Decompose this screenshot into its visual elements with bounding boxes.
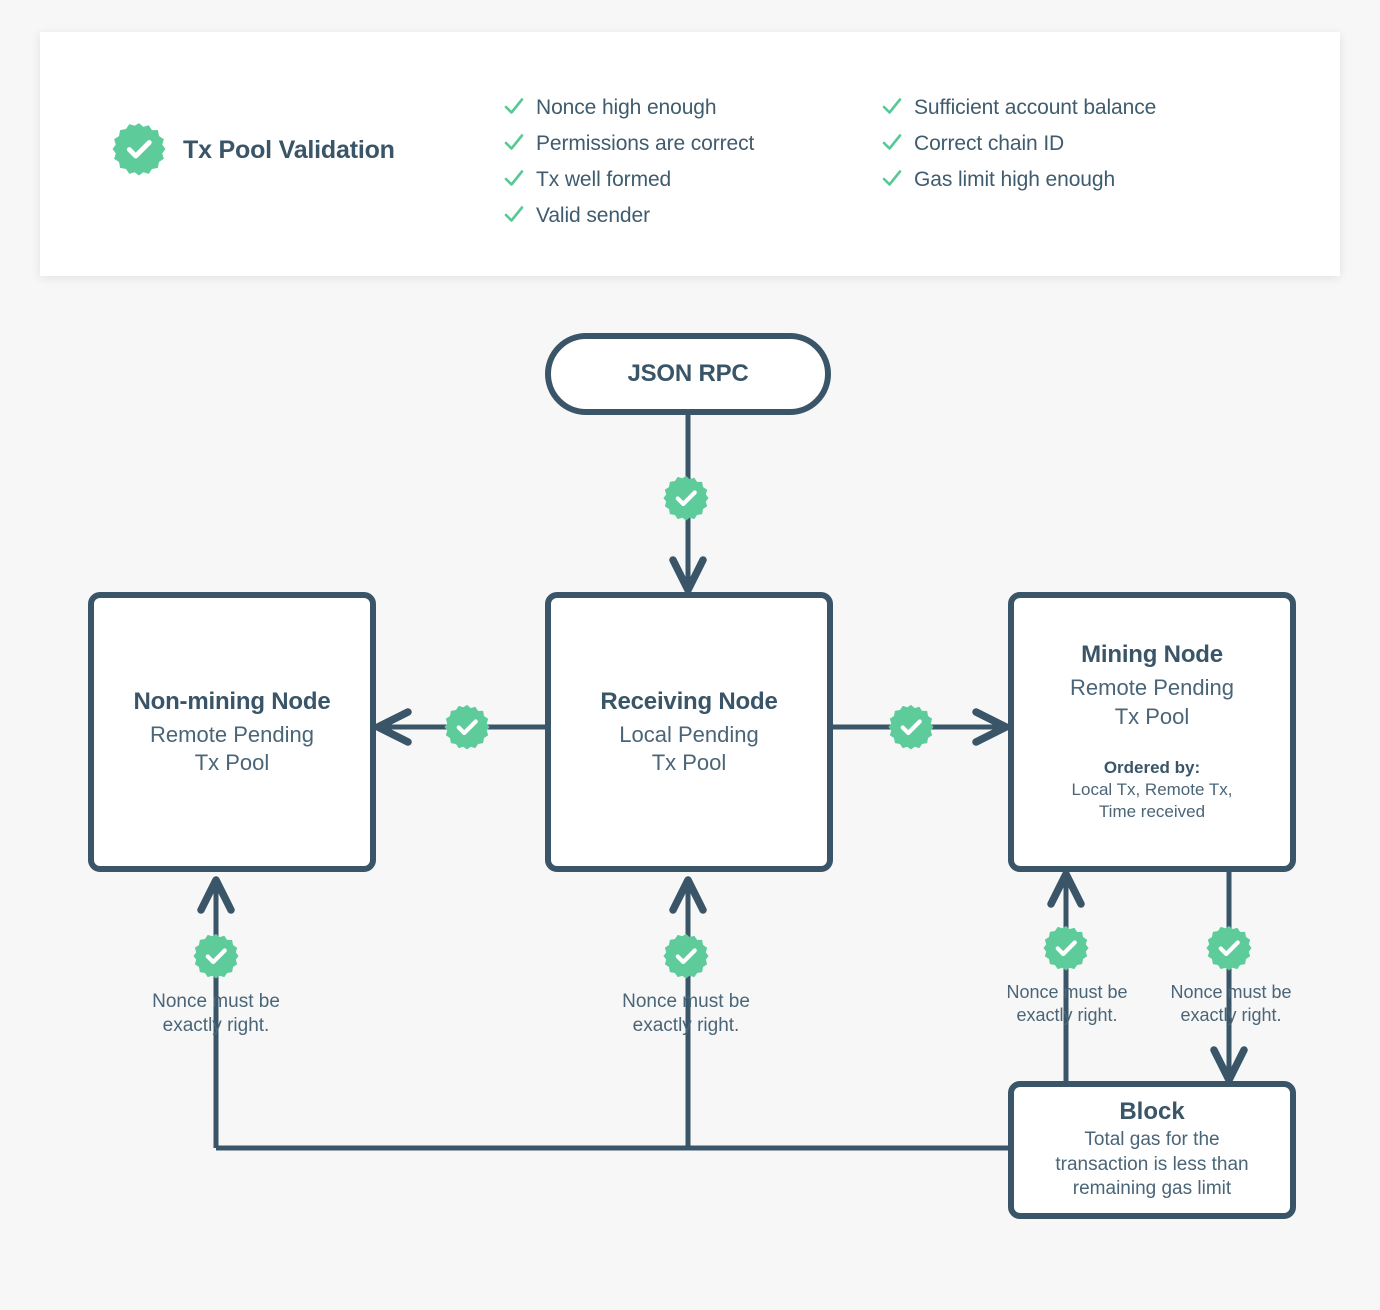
list-item: Correct chain ID — [880, 126, 1156, 162]
list-item-label: Correct chain ID — [914, 132, 1065, 155]
check-badge-icon — [1043, 925, 1089, 971]
node-json-rpc[interactable]: JSON RPC — [545, 333, 831, 415]
list-item-label: Sufficient account balance — [914, 96, 1157, 119]
list-item-label: Gas limit high enough — [914, 168, 1116, 191]
list-item-label: Permissions are correct — [536, 132, 755, 155]
check-icon — [880, 130, 914, 159]
list-item-label: Valid sender — [536, 204, 650, 227]
node-subtitle: Local Pending Tx Pool — [619, 721, 759, 775]
node-ordered-value: Local Tx, Remote Tx, Time received — [1071, 779, 1233, 822]
check-badge-icon — [888, 704, 934, 750]
node-ordered-label: Ordered by: — [1103, 757, 1201, 777]
check-badge-icon — [444, 704, 490, 750]
node-subtitle: Total gas for the transaction is less th… — [1055, 1128, 1249, 1200]
validation-list-left: Nonce high enough Permissions are correc… — [502, 90, 754, 234]
list-item-label: Tx well formed — [536, 168, 672, 191]
list-item-label: Nonce high enough — [536, 96, 717, 119]
list-item: Nonce high enough — [502, 90, 754, 126]
node-title: Receiving Node — [600, 687, 778, 715]
edge-caption: Nonce must be exactly right. — [1006, 982, 1128, 1026]
node-receiving[interactable]: Receiving Node Local Pending Tx Pool — [545, 592, 833, 872]
node-mining[interactable]: Mining Node Remote Pending Tx Pool Order… — [1008, 592, 1296, 872]
check-badge-icon — [112, 122, 166, 176]
list-item: Valid sender — [502, 198, 754, 234]
edge-caption: Nonce must be exactly right. — [152, 991, 280, 1037]
node-non-mining[interactable]: Non-mining Node Remote Pending Tx Pool — [88, 592, 376, 872]
tx-pool-validation-card: Tx Pool Validation Nonce high enough Per… — [40, 32, 1340, 276]
check-icon — [880, 94, 914, 123]
edge-caption: Nonce must be exactly right. — [622, 991, 750, 1037]
check-icon — [502, 94, 536, 123]
node-subtitle: Remote Pending Tx Pool — [1070, 675, 1234, 729]
check-icon — [880, 166, 914, 195]
card-title: Tx Pool Validation — [183, 136, 395, 164]
list-item: Gas limit high enough — [880, 162, 1156, 198]
edge-caption: Nonce must be exactly right. — [1170, 982, 1292, 1026]
node-subtitle: Remote Pending Tx Pool — [150, 721, 314, 775]
list-item: Sufficient account balance — [880, 90, 1156, 126]
list-item: Tx well formed — [502, 162, 754, 198]
check-badge-icon — [663, 475, 709, 521]
list-item: Permissions are correct — [502, 126, 754, 162]
check-icon — [502, 130, 536, 159]
check-icon — [502, 202, 536, 231]
check-badge-icon — [1206, 925, 1252, 971]
node-block[interactable]: Block Total gas for the transaction is l… — [1008, 1081, 1296, 1219]
check-badge-icon — [663, 933, 709, 979]
node-title: Block — [1119, 1097, 1185, 1125]
check-badge-icon — [193, 933, 239, 979]
check-icon — [502, 166, 536, 195]
node-title: Mining Node — [1081, 641, 1223, 669]
node-title: Non-mining Node — [133, 687, 331, 715]
node-title: JSON RPC — [627, 360, 749, 387]
validation-list-right: Sufficient account balance Correct chain… — [880, 90, 1156, 198]
